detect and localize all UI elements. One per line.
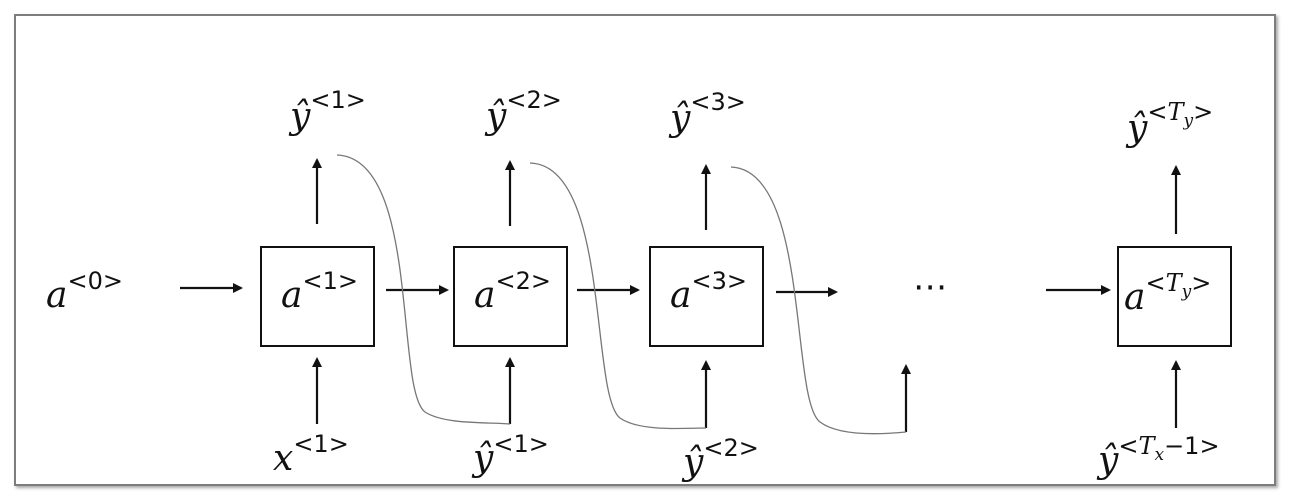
label-cell1: a<1> — [281, 267, 358, 316]
feedback-curve-2 — [529, 162, 707, 430]
rnn-cell-1 — [260, 246, 375, 347]
diagram-frame — [14, 14, 1276, 486]
label-in1: x<1> — [273, 430, 349, 479]
label-cell3: a<3> — [670, 267, 747, 316]
rnn-cell-3 — [649, 246, 764, 347]
label-a0: a<0> — [46, 267, 123, 316]
feedback-curve-1 — [336, 154, 511, 425]
label-out2: ŷ<2> — [484, 86, 562, 137]
ellipsis: ⋯ — [913, 267, 947, 307]
rnn-cell-2 — [453, 246, 568, 347]
label-cell-ty: a<Ty> — [1124, 269, 1211, 318]
label-in3: ŷ<2> — [681, 434, 759, 483]
label-in2: ŷ<1> — [471, 430, 549, 479]
label-cell2: a<2> — [474, 267, 551, 316]
rnn-cell-ty — [1117, 246, 1232, 347]
label-out1: ŷ<1> — [288, 86, 366, 137]
label-out3: ŷ<3> — [668, 88, 746, 139]
feedback-curve-3 — [730, 166, 907, 435]
label-in-ty: ŷ<Tx−1> — [1096, 432, 1220, 481]
label-out-ty: ŷ<Ty> — [1125, 98, 1213, 149]
